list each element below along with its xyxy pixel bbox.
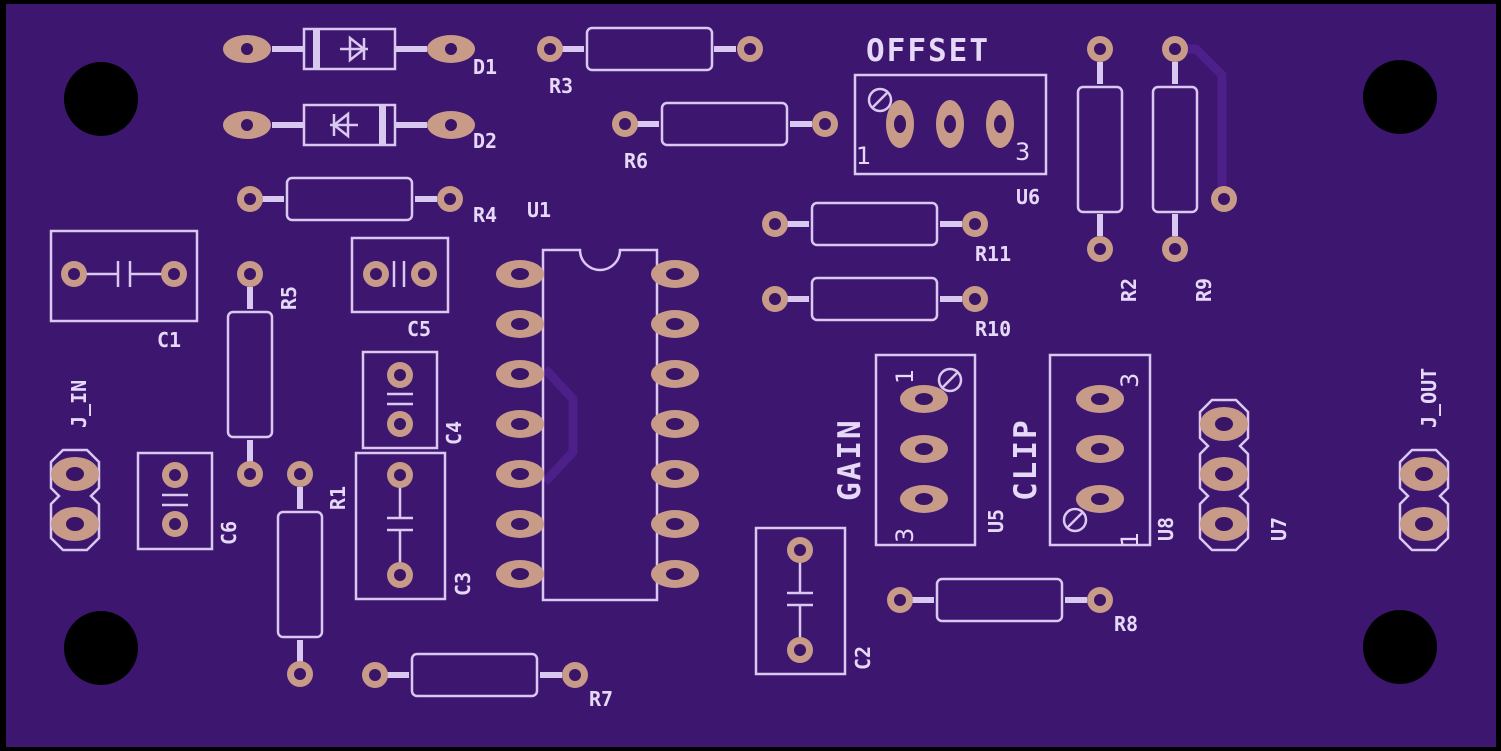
label-r2: R2 xyxy=(1117,278,1141,302)
label-d2: D2 xyxy=(473,129,497,153)
label-r5: R5 xyxy=(277,286,301,310)
mounting-hole xyxy=(1363,610,1437,684)
mounting-hole xyxy=(1363,60,1437,134)
pin-clip-3: 3 xyxy=(1116,373,1144,388)
label-r8: R8 xyxy=(1114,612,1138,636)
ic-pad-hole xyxy=(666,568,684,580)
resistor-r8 xyxy=(887,577,1113,623)
label-u5: U5 xyxy=(984,509,1008,533)
header-j-in xyxy=(49,448,101,552)
capacitor-c1 xyxy=(49,229,199,323)
label-j-in: J_IN xyxy=(67,380,91,428)
pin-offset-1: 1 xyxy=(856,142,871,170)
capacitor-c3 xyxy=(354,451,447,601)
resistor-r9 xyxy=(1151,36,1237,262)
ic-pad-hole xyxy=(511,468,529,480)
resistor-r7 xyxy=(362,652,588,698)
ic-pad-hole xyxy=(666,518,684,530)
resistor-r4 xyxy=(237,176,463,222)
label-u8: U8 xyxy=(1154,517,1178,541)
ic-pad-hole xyxy=(666,418,684,430)
header-u7 xyxy=(1198,398,1250,552)
ic-pad-hole xyxy=(511,268,529,280)
ic-u1 xyxy=(496,248,699,602)
capacitor-c4 xyxy=(361,350,439,450)
capacitor-c2 xyxy=(754,526,847,676)
label-c4: C4 xyxy=(442,421,466,445)
label-r11: R11 xyxy=(975,242,1011,266)
label-r6: R6 xyxy=(624,149,648,173)
ic-pad-hole xyxy=(511,568,529,580)
resistor-r11 xyxy=(762,201,988,247)
diode-d2 xyxy=(223,103,475,147)
resistor-r6 xyxy=(612,101,838,147)
trimmer-u8 xyxy=(1048,353,1152,547)
capacitor-c5 xyxy=(350,236,450,314)
ic-pad-hole xyxy=(511,318,529,330)
capacitor-c6 xyxy=(136,451,214,551)
resistor-r2 xyxy=(1076,36,1124,262)
label-offset: OFFSET xyxy=(866,33,990,69)
label-c6: C6 xyxy=(217,521,241,545)
label-r10: R10 xyxy=(975,317,1011,341)
pin-clip-1: 1 xyxy=(1116,532,1144,547)
label-d1: D1 xyxy=(473,55,497,79)
ic-pad-hole xyxy=(511,418,529,430)
label-r1: R1 xyxy=(326,486,350,510)
mounting-hole xyxy=(64,62,138,136)
label-u7: U7 xyxy=(1267,517,1291,541)
label-u1: U1 xyxy=(527,198,551,222)
label-c3: C3 xyxy=(451,572,475,596)
label-c1: C1 xyxy=(157,328,181,352)
ic-pad-hole xyxy=(666,268,684,280)
ic-pad-hole xyxy=(666,468,684,480)
label-gain: GAIN xyxy=(832,418,868,501)
ic-pad-hole xyxy=(666,368,684,380)
label-j-out: J_OUT xyxy=(1417,368,1441,428)
label-c2: C2 xyxy=(851,646,875,670)
trimmer-u6 xyxy=(853,73,1048,176)
resistor-r10 xyxy=(762,276,988,322)
label-c5: C5 xyxy=(407,317,431,341)
label-r4: R4 xyxy=(473,203,497,227)
pin-offset-3: 3 xyxy=(1015,138,1030,166)
label-r9: R9 xyxy=(1192,278,1216,302)
resistor-r1 xyxy=(276,461,324,687)
header-j-out xyxy=(1398,448,1450,552)
diode-d1 xyxy=(223,27,475,71)
resistor-r3 xyxy=(537,26,763,72)
ic-pad-hole xyxy=(511,518,529,530)
trimmer-u5 xyxy=(874,353,977,547)
trace xyxy=(541,365,578,486)
resistor-r5 xyxy=(226,261,274,487)
label-r7: R7 xyxy=(589,687,613,711)
pin-gain-3: 3 xyxy=(891,528,919,543)
label-r3: R3 xyxy=(549,74,573,98)
mounting-hole xyxy=(64,611,138,685)
label-u6: U6 xyxy=(1016,185,1040,209)
ic-pad-hole xyxy=(666,318,684,330)
pin-gain-1: 1 xyxy=(891,369,919,384)
ic-pad-hole xyxy=(511,368,529,380)
label-clip: CLIP xyxy=(1008,418,1044,501)
